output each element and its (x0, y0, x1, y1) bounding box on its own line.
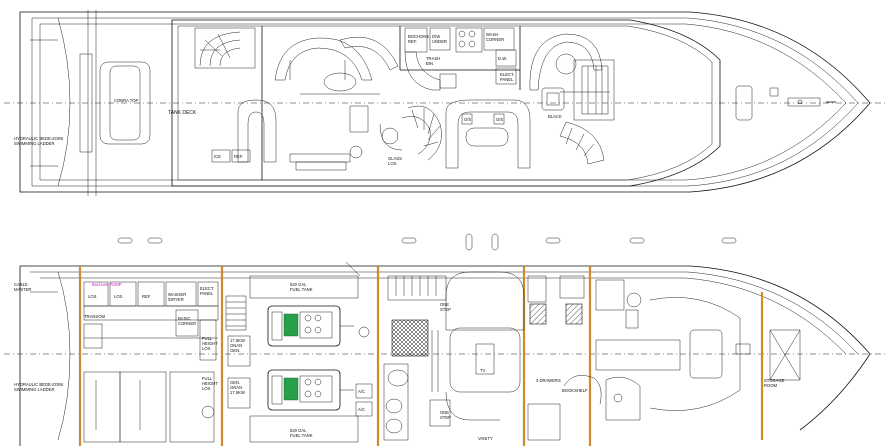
bow-bed (689, 329, 723, 379)
lox-label-2: LOX. (114, 294, 124, 299)
helm-seat (541, 87, 565, 111)
vanity-label: VANITY (478, 436, 493, 441)
bookshelf-label: BOOKSHELF (562, 388, 588, 393)
upper-stair (194, 27, 256, 69)
cobra-top-label: COBRA TOP (114, 98, 138, 103)
engine-port (267, 305, 354, 347)
upper-hull-outline (19, 11, 871, 193)
upper-helm-settee (529, 33, 603, 91)
lox-label-1: LOX. (88, 294, 98, 299)
ac-label: A/C (358, 389, 365, 394)
upper-settee-2 (339, 36, 399, 71)
ice-label: ICE (214, 154, 221, 159)
ac-label-2: A/C (358, 407, 365, 412)
transom-label: TRANSOM (84, 314, 105, 319)
tv-label: TV (480, 368, 486, 373)
lower-stair (225, 295, 247, 331)
upper-elect-panel-label: ELECT.PANEL (500, 72, 514, 82)
upper-aft-lounge (237, 99, 277, 163)
upper-os-lounge (445, 99, 531, 169)
section-markers (117, 233, 737, 251)
upper-settee-1 (274, 37, 373, 81)
lower-ref-label: REF. (142, 294, 151, 299)
upper-mid-stair (401, 105, 442, 161)
lower-hull-outline (19, 265, 871, 446)
lower-elect-panel-label: ELECT.PANEL (200, 286, 214, 296)
upper-ref-label: REF. (234, 154, 243, 159)
master-bed (449, 327, 521, 393)
black-label: BLACK (548, 114, 562, 119)
washer-dryer-label: WASHER/DRYER (168, 292, 186, 302)
drawers-label: 3 DRAWERS (536, 378, 561, 383)
upper-table (323, 72, 357, 92)
bochons-pump-label: Bochons PUMP (92, 282, 122, 287)
tank-deck-label: TANK DECK (168, 110, 197, 116)
engine-starboard (267, 369, 354, 411)
os-label-2: O/S (496, 117, 503, 122)
os-label-1: O/S (464, 117, 471, 122)
dw-label: D.W. (498, 56, 507, 61)
upper-deck-plan: TANK DECK COBRA TOP HYDRAULIC BEDE-ZOINI… (4, 10, 886, 196)
